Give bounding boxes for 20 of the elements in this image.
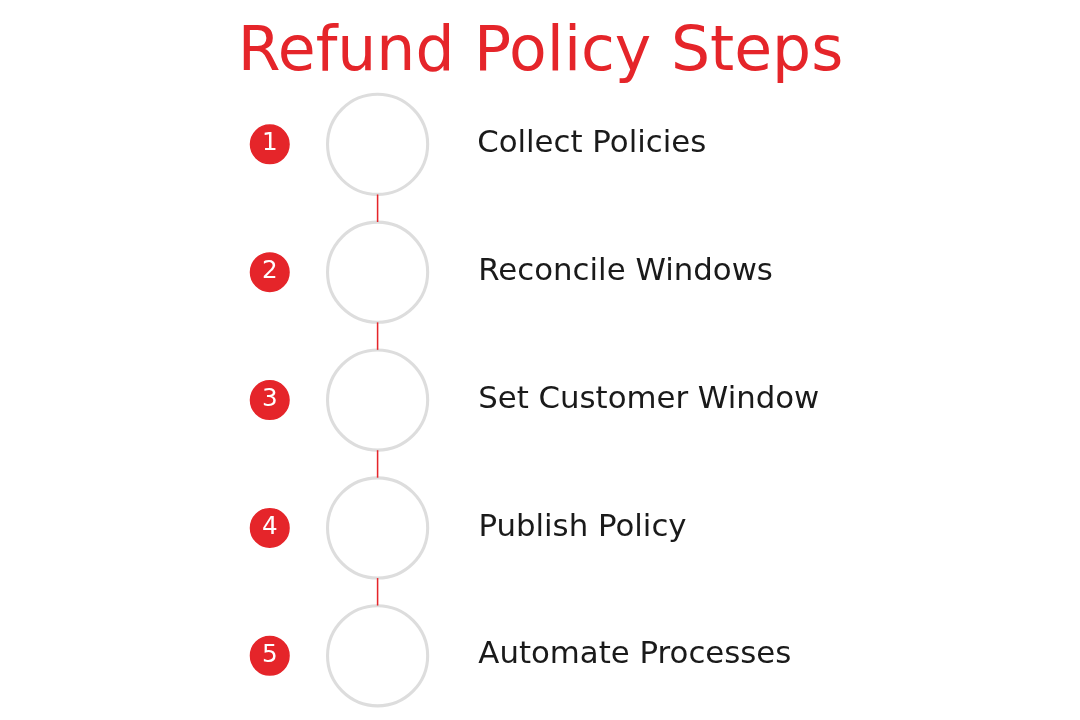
node-label: Reconcile Windows [477,250,773,287]
node-label: 3 [261,382,278,412]
node-label: Automate Processes [477,634,791,671]
node-label: Set Customer Window [477,378,819,415]
node-circle [325,476,429,580]
node-label: 5 [261,638,278,668]
node-circle [325,348,429,452]
node-label: 4 [261,510,278,540]
node-label: Publish Policy [477,506,687,543]
connector [376,449,378,479]
node-circle [325,604,429,708]
node-label: Collect Policies [476,123,706,160]
node-circle [325,92,429,196]
node-label: 2 [261,255,278,285]
connector [376,577,378,607]
diagram-title: Refund Policy Steps [237,12,843,85]
node-circle [325,220,429,324]
connector [376,321,378,351]
node-label: 1 [261,127,278,157]
connector [376,193,378,223]
